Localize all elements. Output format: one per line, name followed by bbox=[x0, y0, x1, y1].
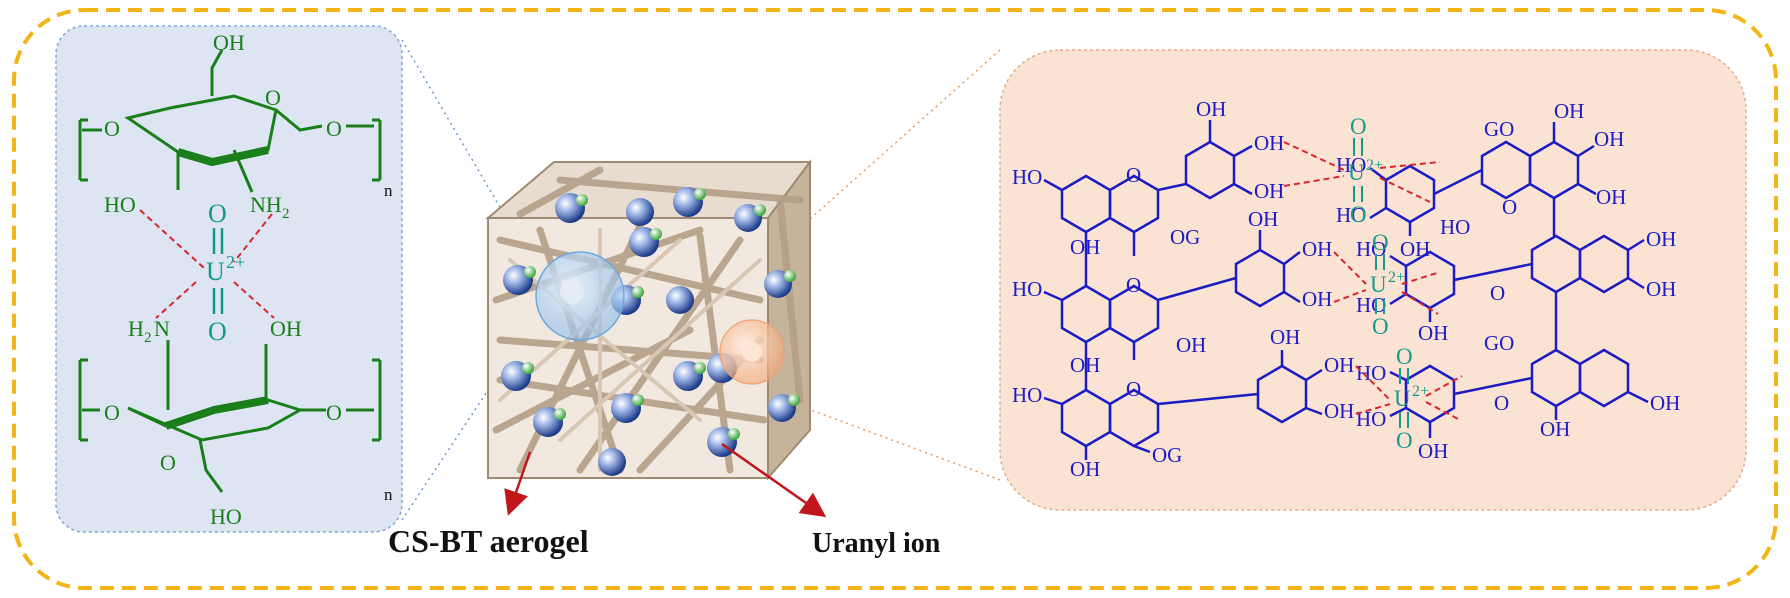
svg-text:OH: OH bbox=[1070, 457, 1100, 481]
svg-text:U: U bbox=[1370, 272, 1387, 297]
svg-text:OH: OH bbox=[1418, 439, 1448, 463]
chitosan-unit-top bbox=[78, 49, 382, 193]
svg-text:2+: 2+ bbox=[1366, 157, 1383, 174]
glycosidic-o-right-bottom: O bbox=[326, 400, 342, 425]
svg-text:2+: 2+ bbox=[1412, 383, 1429, 400]
svg-text:OH: OH bbox=[1196, 97, 1226, 121]
h2n-label: H 2 N bbox=[128, 316, 170, 346]
coordination-bonds-left bbox=[139, 209, 275, 319]
svg-text:O: O bbox=[1350, 202, 1367, 227]
svg-text:OG: OG bbox=[1152, 443, 1182, 467]
aerogel-caption: CS-BT aerogel bbox=[388, 523, 589, 559]
ho-label-bottom: HO bbox=[210, 504, 242, 529]
svg-text:OH: OH bbox=[1324, 399, 1354, 423]
uranyl-charge-left: 2+ bbox=[226, 252, 245, 272]
svg-text:OH: OH bbox=[1254, 131, 1284, 155]
uranyl-pointer-arrow bbox=[721, 442, 827, 518]
svg-text:OH: OH bbox=[1302, 287, 1332, 311]
tannin-labels: OH OH OH HO O OH OG OH OH OH HO O OH OH … bbox=[1012, 97, 1680, 481]
repeat-n-bottom: n bbox=[384, 485, 393, 504]
svg-text:HO: HO bbox=[1440, 215, 1470, 239]
svg-text:O: O bbox=[1490, 281, 1505, 305]
svg-text:2: 2 bbox=[282, 206, 290, 222]
svg-text:OH: OH bbox=[1540, 417, 1570, 441]
svg-text:HO: HO bbox=[1012, 165, 1042, 189]
oh-mid-label: OH bbox=[270, 316, 302, 341]
svg-text:O: O bbox=[1126, 273, 1141, 297]
ion-ball bbox=[626, 198, 654, 226]
glycosidic-o-left-bottom: O bbox=[104, 400, 120, 425]
ho-label-top: HO bbox=[104, 192, 136, 217]
outer-frame bbox=[12, 8, 1778, 590]
svg-text:GO: GO bbox=[1484, 117, 1514, 141]
svg-text:NH: NH bbox=[250, 192, 282, 217]
ion-ball bbox=[598, 448, 626, 476]
svg-text:OH: OH bbox=[1248, 207, 1278, 231]
svg-text:O: O bbox=[1350, 114, 1367, 139]
svg-text:OH: OH bbox=[1646, 227, 1676, 251]
ring-oxygen-top: O bbox=[265, 85, 281, 110]
uranyl-u-left: U bbox=[206, 257, 225, 286]
zoom-lines bbox=[401, 39, 1001, 521]
svg-text:OH: OH bbox=[1418, 321, 1448, 345]
svg-text:2: 2 bbox=[144, 330, 152, 346]
svg-text:OH: OH bbox=[1596, 185, 1626, 209]
oh-top-label: OH bbox=[213, 30, 245, 55]
uranyl-centers-right: O U 2+ O O U 2+ O O U 2+ O bbox=[1348, 114, 1429, 453]
svg-text:2+: 2+ bbox=[1388, 269, 1405, 286]
svg-text:OH: OH bbox=[1302, 237, 1332, 261]
svg-text:OH: OH bbox=[1254, 179, 1284, 203]
svg-text:O: O bbox=[1372, 314, 1389, 339]
svg-text:O: O bbox=[1126, 163, 1141, 187]
ring-oxygen-bottom: O bbox=[160, 450, 176, 475]
svg-text:O: O bbox=[1502, 195, 1517, 219]
nh2-label-top: NH 2 bbox=[250, 192, 290, 222]
svg-text:OH: OH bbox=[1324, 353, 1354, 377]
svg-text:O: O bbox=[1372, 230, 1389, 255]
svg-text:U: U bbox=[1348, 160, 1365, 185]
svg-text:OH: OH bbox=[1554, 99, 1584, 123]
svg-text:OH: OH bbox=[1646, 277, 1676, 301]
uranyl-o-bottom-left: O bbox=[208, 317, 227, 346]
svg-text:O: O bbox=[1396, 344, 1413, 369]
uranyl-caption: Uranyl ion bbox=[812, 528, 941, 559]
ion-ball bbox=[666, 286, 694, 314]
svg-text:N: N bbox=[154, 316, 170, 341]
svg-text:OH: OH bbox=[1594, 127, 1624, 151]
svg-text:HO: HO bbox=[1356, 293, 1386, 317]
svg-text:OG: OG bbox=[1170, 225, 1200, 249]
aerogel-pointer-arrow bbox=[504, 451, 532, 516]
svg-text:HO: HO bbox=[1356, 237, 1386, 261]
svg-text:OH: OH bbox=[1070, 235, 1100, 259]
tannin-bonds bbox=[1043, 120, 1649, 460]
svg-text:O: O bbox=[1494, 391, 1509, 415]
svg-text:HO: HO bbox=[1012, 383, 1042, 407]
svg-text:HO: HO bbox=[1356, 407, 1386, 431]
svg-text:OH: OH bbox=[1650, 391, 1680, 415]
svg-text:U: U bbox=[1394, 386, 1411, 411]
svg-text:OH: OH bbox=[1270, 325, 1300, 349]
svg-text:HO: HO bbox=[1336, 203, 1366, 227]
svg-text:H: H bbox=[128, 316, 144, 341]
svg-text:O: O bbox=[1126, 377, 1141, 401]
svg-text:HO: HO bbox=[1012, 277, 1042, 301]
chitosan-panel: OH O O O n HO NH 2 O U 2+ O H 2 N bbox=[55, 25, 403, 533]
coordination-bonds-right bbox=[1283, 141, 1463, 421]
svg-text:OH: OH bbox=[1400, 237, 1430, 261]
uranyl-center-left: O U 2+ O bbox=[206, 199, 245, 346]
svg-text:GO: GO bbox=[1484, 331, 1514, 355]
chitosan-unit-bottom bbox=[78, 340, 382, 493]
repeat-n-top: n bbox=[384, 181, 393, 200]
tannin-panel: OH OH OH HO O OH OG OH OH OH HO O OH OH … bbox=[999, 49, 1747, 511]
svg-text:O: O bbox=[1396, 428, 1413, 453]
svg-text:OH: OH bbox=[1176, 333, 1206, 357]
svg-text:HO: HO bbox=[1336, 153, 1366, 177]
svg-text:OH: OH bbox=[1070, 353, 1100, 377]
glycosidic-o-right-top: O bbox=[326, 116, 342, 141]
uranyl-o-top-left: O bbox=[208, 199, 227, 228]
glycosidic-o-left-top: O bbox=[104, 116, 120, 141]
